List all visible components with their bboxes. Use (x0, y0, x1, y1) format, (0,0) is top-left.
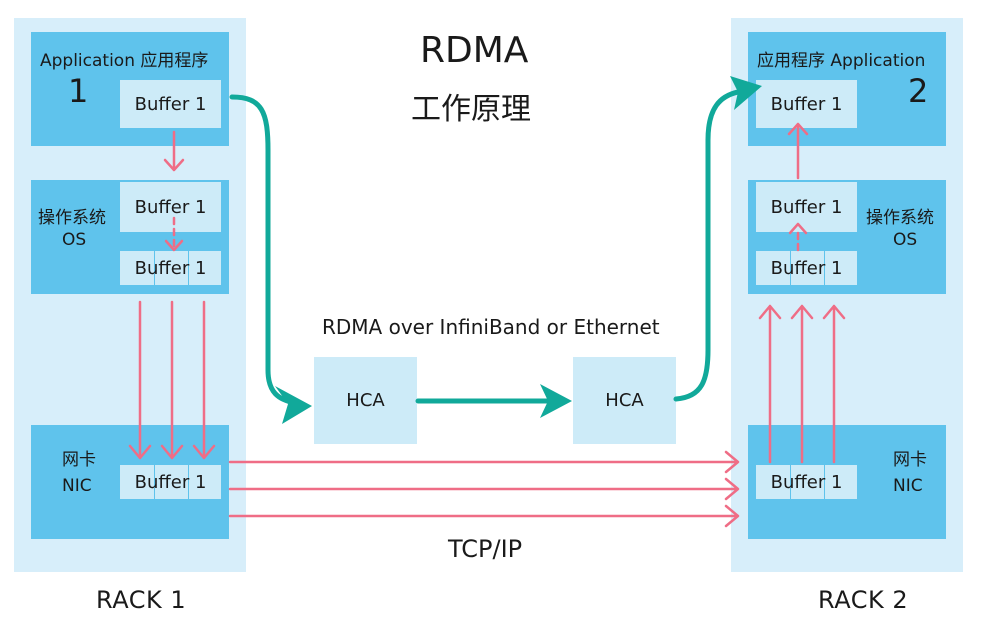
hca-right: HCA (573, 357, 676, 444)
os-label-en-left: OS (62, 230, 87, 250)
nic-label-cn-right: 网卡 (893, 450, 927, 470)
buffer-divider (790, 465, 791, 499)
nic-buffer-left: Buffer 1 (120, 465, 221, 499)
rack-2-label: RACK 2 (818, 586, 909, 614)
os-buffer-bottom-left-label: Buffer 1 (134, 257, 207, 279)
hca-left: HCA (314, 357, 417, 444)
buffer-divider (824, 251, 825, 285)
nic-label-en-right: NIC (893, 476, 923, 496)
pink-arrow-right (228, 504, 740, 528)
buffer-divider (188, 251, 189, 285)
nic-buffer-right-label: Buffer 1 (770, 471, 843, 493)
diagram-subtitle: 工作原理 (411, 92, 531, 127)
os-label-en-right: OS (893, 230, 918, 250)
application-number-left: 1 (68, 72, 89, 110)
rack-1-label: RACK 1 (96, 586, 187, 614)
application-label-right: 应用程序 Application (757, 51, 926, 71)
os-label-cn-right: 操作系统 (866, 208, 934, 228)
pink-arrow-right (228, 477, 740, 501)
teal-arrowhead (540, 384, 572, 418)
app-buffer-right: Buffer 1 (756, 80, 857, 128)
application-number-right: 2 (908, 72, 929, 110)
pink-arrow-right (228, 450, 740, 474)
os-buffer-bottom-left: Buffer 1 (120, 251, 221, 285)
application-label-left: Application 应用程序 (40, 51, 209, 71)
buffer-divider (154, 251, 155, 285)
diagram-title: RDMA (420, 30, 529, 71)
teal-arrow-curve (673, 89, 741, 402)
tcp-ip-caption: TCP/IP (448, 535, 523, 563)
os-buffer-bottom-right: Buffer 1 (756, 251, 857, 285)
teal-arrowhead (275, 386, 312, 424)
buffer-divider (154, 465, 155, 499)
os-buffer-bottom-right-label: Buffer 1 (770, 257, 843, 279)
os-buffer-top-right: Buffer 1 (756, 182, 857, 232)
os-label-cn-left: 操作系统 (38, 208, 106, 228)
nic-label-en-left: NIC (62, 476, 92, 496)
os-buffer-top-left: Buffer 1 (120, 182, 221, 232)
app-buffer-left: Buffer 1 (120, 80, 221, 128)
buffer-divider (790, 251, 791, 285)
buffer-divider (188, 465, 189, 499)
nic-label-cn-left: 网卡 (62, 450, 96, 470)
rdma-caption: RDMA over InfiniBand or Ethernet (322, 315, 660, 339)
nic-buffer-right: Buffer 1 (756, 465, 857, 499)
nic-buffer-left-label: Buffer 1 (134, 471, 207, 493)
buffer-divider (824, 465, 825, 499)
